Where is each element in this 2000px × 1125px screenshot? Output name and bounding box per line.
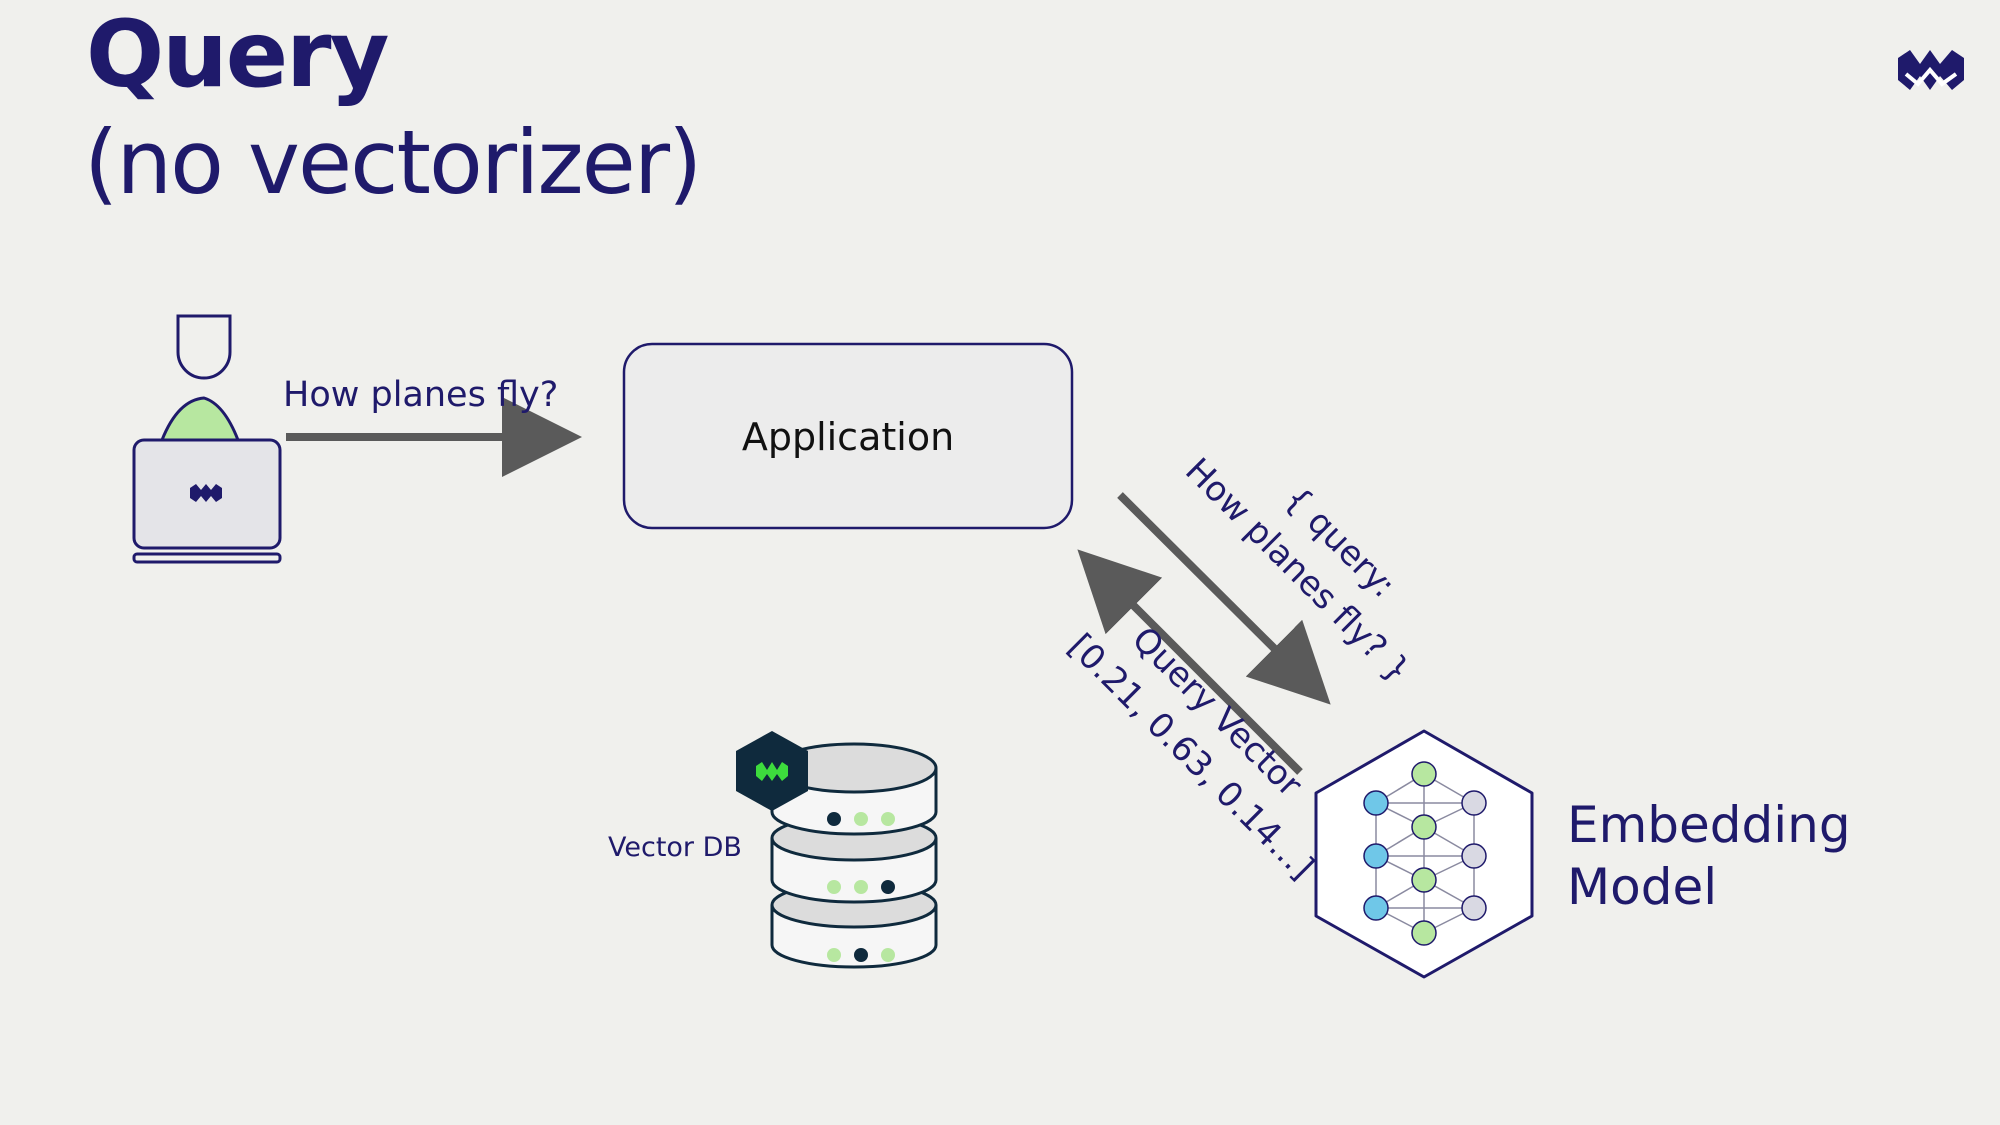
app-to-model-arrow — [1117, 492, 1331, 705]
embedding-model-label-line2: Model — [1567, 858, 1717, 916]
user-query-label: How planes fly? — [283, 375, 558, 415]
vector-db-label: Vector DB — [608, 832, 742, 863]
database-icon — [736, 731, 938, 969]
weaviate-logo-icon — [1898, 50, 1964, 90]
application-label: Application — [742, 415, 954, 459]
slide-title: Query — [86, 1, 389, 108]
user-at-laptop-icon — [132, 314, 282, 564]
neural-network-icon — [1314, 729, 1534, 979]
model-to-app-arrow — [1077, 549, 1303, 775]
application-box — [622, 342, 1074, 530]
embedding-model-label-line1: Embedding — [1567, 796, 1851, 854]
slide-subtitle: (no vectorizer) — [84, 111, 702, 214]
